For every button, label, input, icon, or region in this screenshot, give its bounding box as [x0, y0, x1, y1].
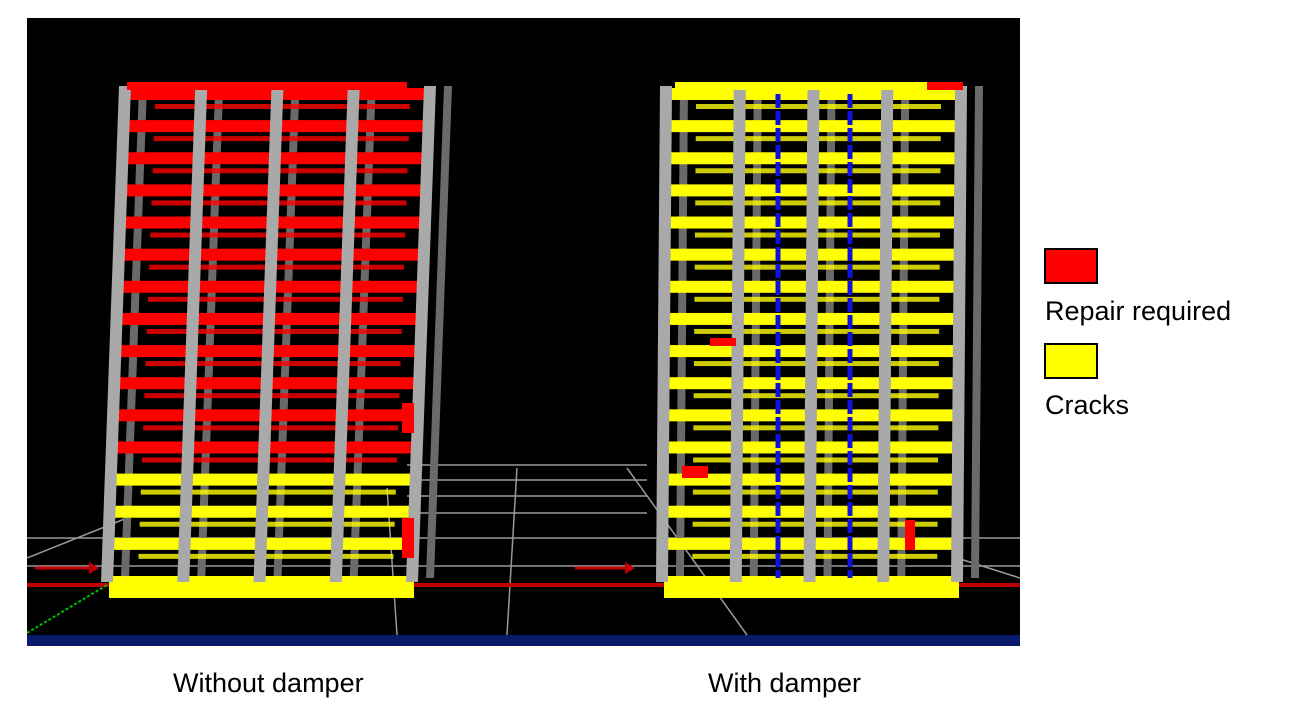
column	[329, 86, 360, 582]
simulation-view	[27, 18, 1020, 646]
damage-marker	[402, 518, 414, 558]
column	[951, 86, 967, 582]
damage-marker	[710, 338, 736, 346]
back-column	[971, 86, 983, 578]
damage-marker	[905, 520, 915, 550]
column	[656, 86, 672, 582]
grid-line	[626, 467, 748, 636]
column	[101, 86, 131, 582]
building-with-damper	[656, 82, 983, 598]
caption-without-damper: Without damper	[173, 668, 364, 698]
legend-label-repair: Repair required	[1045, 296, 1232, 326]
legend-swatch-repair	[1044, 248, 1098, 284]
load-arrowhead	[89, 562, 99, 574]
column	[253, 86, 284, 582]
column	[803, 86, 820, 582]
legend-label-cracks: Cracks	[1045, 390, 1130, 420]
damage-marker	[682, 466, 708, 478]
column	[729, 86, 746, 582]
roof-beam	[127, 82, 407, 90]
building-without-damper	[101, 82, 452, 598]
back-column	[426, 86, 452, 578]
damage-marker	[927, 82, 963, 90]
column	[177, 86, 208, 582]
back-column	[121, 86, 147, 578]
column	[406, 86, 436, 582]
load-arrowhead	[625, 562, 635, 574]
back-column	[676, 86, 688, 578]
caption-with-damper: With damper	[708, 668, 862, 698]
grid-line	[956, 557, 1020, 579]
y-axis-line	[27, 584, 108, 634]
floor-plane	[27, 635, 1020, 646]
column	[877, 86, 894, 582]
legend-swatch-cracks	[1044, 343, 1098, 379]
damage-marker	[402, 403, 414, 433]
grid-line	[506, 467, 518, 636]
roof-beam	[675, 82, 955, 90]
